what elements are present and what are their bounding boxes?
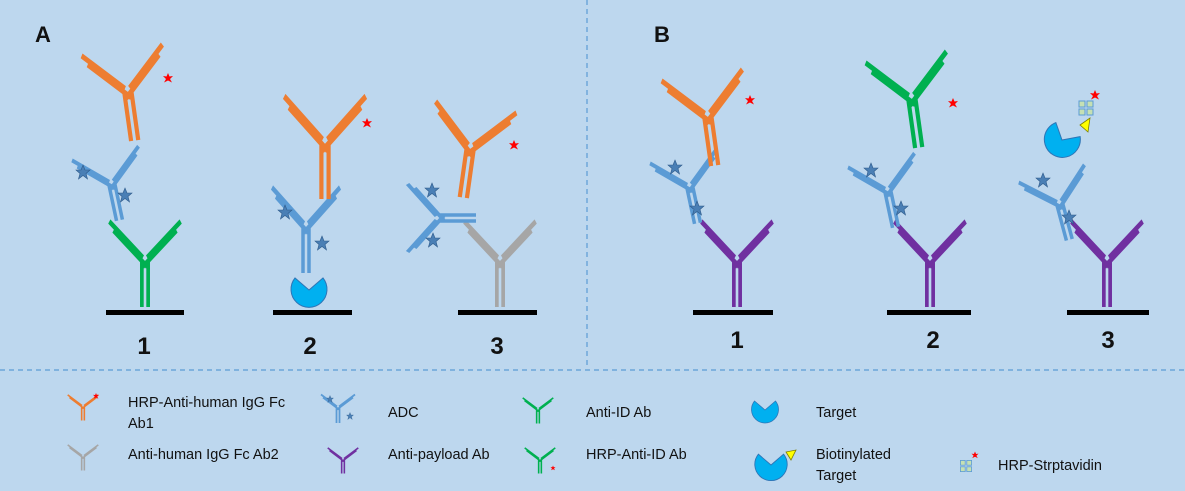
panel-a-assay-2-number: 2 [303,333,317,360]
panel-a-label: A [35,22,51,47]
adc-icon [320,393,356,424]
legend-hrp-strptavidin-text: HRP-Strptavidin [998,458,1102,474]
legend-hrp-anti-id-text: HRP-Anti-ID Ab [586,447,687,463]
panel-b-assay-1 [650,70,773,307]
hrp-anti-id-ab-icon [523,447,557,475]
panel-a-assay-3 [408,102,536,307]
hrp-anti-human-igg-icon [66,393,100,422]
panel-a-assay-2 [272,96,372,308]
panel-a-assay-3-number: 3 [490,333,504,360]
legend-hrp-anti-human-igg-text: HRP-Anti-human IgG Fc Ab1 [128,395,286,432]
panel-b-label: B [654,22,670,47]
legend-biotinylated-target-text: Biotinylated Target [816,447,891,484]
anti-payload-ab-icon [326,447,360,475]
legend-target-text: Target [816,405,857,421]
target-icon [751,400,779,424]
biotinylated-target-icon [754,449,797,482]
panel-b-assay-2 [848,52,966,307]
panel-a-assay-1-number: 1 [137,333,151,360]
anti-human-igg-icon [66,444,100,472]
panel-b-assay-2-number: 2 [926,327,940,354]
panel-b-assay-3-number: 3 [1101,327,1115,354]
panel-b-assay-3 [1019,90,1143,307]
panel-a-assay-1 [72,45,181,307]
hrp-strptavidin-icon [960,451,979,473]
legend-adc-text: ADC [388,405,419,421]
legend-anti-payload-text: Anti-payload Ab [388,447,490,463]
legend-anti-id-text: Anti-ID Ab [586,405,652,421]
panel-b-assay-1-number: 1 [730,327,744,354]
legend-anti-human-igg-text: Anti-human IgG Fc Ab2 [128,447,279,463]
plate-surfaces [106,310,1149,315]
anti-id-ab-icon [521,397,555,425]
